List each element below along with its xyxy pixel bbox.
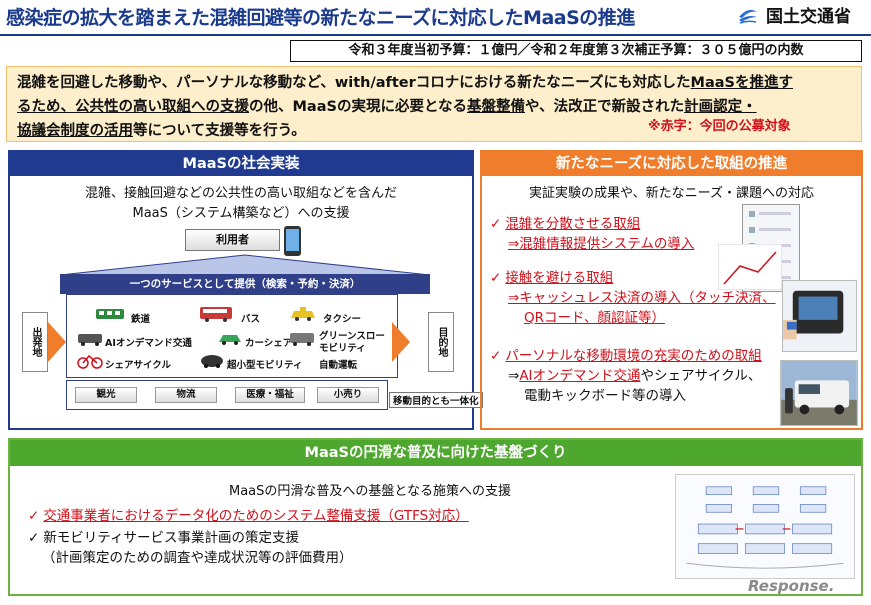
panel-title: 新たなニーズに対応した取組の推進 [482,152,861,176]
payment-terminal-image [782,280,857,352]
maas-foundation-panel: MaaSの円滑な普及に向けた基盤づくり MaaSの円滑な普及への基盤となる施策へ… [8,438,863,596]
carshare-icon [219,335,241,345]
item-contact-sub1: ⇒キャッシュレス決済の導入（タッチ決済、 [508,290,776,306]
item-contact-sub2: QRコード、顔認証等） [524,310,665,326]
page-title: 感染症の拡大を踏まえた混雑回避等の新たなニーズに対応したMaaSの推進 [6,7,635,29]
panel-title: MaaSの円滑な普及に向けた基盤づくり [10,440,861,466]
purpose-medical: 医療・福祉 [235,387,305,403]
transport-modes-box: 鉄道 バス タクシー AIオンデマンド交通 カーシェア グリーンスロー モビリテ… [66,294,398,378]
service-arrow-icon [60,254,430,275]
purpose-tourism: 観光 [75,387,137,403]
bus-icon [200,307,232,322]
left-desc-2: MaaS（システム構築など）への支援 [132,206,350,221]
origin-arrow-icon [48,322,66,362]
integrated-label: 移動目的とも一体化 [389,392,483,408]
item-plan-label: 新モビリティサービス事業計画の策定支援 [43,530,300,546]
bottom-desc: MaaSの円滑な普及への基盤となる施策への支援 [228,484,511,499]
check-icon: ✓ [490,216,502,232]
taxi-icon [291,307,315,321]
purpose-retail: 小売り [317,387,379,403]
response-watermark: Response. [748,577,835,595]
check-icon: ✓ [490,348,502,364]
intro-box: 混雑を回避した移動や、パーソナルな移動など、with/afterコロナにおける新… [6,66,862,142]
mode-rail: 鉄道 [131,314,151,325]
intro-line2f: 計画認定・ [684,99,757,115]
user-box: 利用者 [185,229,280,251]
item-plan: ✓新モビリティサービス事業計画の策定支援 [28,528,299,548]
intro-line3b: 等について支援等を行う。 [133,123,306,139]
mode-share-cycle: シェアサイクル [105,360,172,371]
service-bar: 一つのサービスとして提供（検索・予約・決済） [60,274,430,294]
panel-title: MaaSの社会実装 [10,152,472,176]
item-personal: ✓パーソナルな移動環境の充実のための取組 [490,346,762,366]
title-divider [0,34,871,36]
item-plan-sub: （計画策定のための調査や達成状況等の評価費用） [42,550,353,566]
destination-box: 目的地 [428,312,454,372]
ondemand-van-icon [78,334,102,346]
item-gtfs-label: 交通事業者におけるデータ化のためのシステム整備支援（GTFS対応） [43,508,469,524]
intro-line2c: の他、MaaSの実現に必要となる [249,99,468,115]
item-personal-sub2: 電動キックボード等の導入 [524,388,686,404]
check-icon: ✓ [28,508,40,524]
ministry-name: 国土交通省 [766,7,851,27]
check-icon: ✓ [490,270,502,286]
mode-autonomous: 自動運転 [319,360,358,371]
mode-green-slow-2: モビリティ [319,343,366,354]
item-contact: ✓接触を避ける取組 [490,268,613,288]
item-personal-sub1: ⇒AIオンデマンド交通やシェアサイクル、 [508,366,761,386]
ministry-logo: 国土交通省 [736,2,851,27]
destination-arrow-icon [392,322,410,362]
intro-line2e: や、法改正で新設された [525,99,685,115]
maas-implementation-panel: MaaSの社会実装 混雑、接触回避などの公共性の高い取組などを含んだ MaaS（… [8,150,483,430]
arrow-text: ⇒ [508,368,520,384]
bicycle-icon [77,354,103,369]
route-map-icon [718,244,782,290]
origin-box: 出発地 [22,312,48,372]
item-congestion-label: 混雑を分散させる取組 [505,216,641,232]
data-flow-diagram [675,474,855,579]
intro-line2b: 公共性の高い取組への支援 [75,99,249,115]
train-icon [96,309,124,319]
item-congestion-sub: ⇒混雑情報提供システムの導入 [508,236,695,252]
mode-carshare: カーシェア [245,338,293,349]
item-personal-label: パーソナルな移動環境の充実のための取組 [505,348,762,364]
new-needs-panel: 新たなニーズに対応した取組の推進 実証実験の成果や、新たなニーズ・課題への対応 … [480,150,863,430]
item-contact-label: 接触を避ける取組 [505,270,614,286]
mode-micro-mobility: 超小型モビリティ [227,360,303,371]
green-slow-mobility-icon [290,333,314,346]
purpose-logistics: 物流 [155,387,217,403]
intro-line1b: MaaSを推進す [690,75,793,91]
check-icon: ✓ [28,530,40,546]
ministry-logo-icon [739,9,757,24]
item-gtfs: ✓交通事業者におけるデータ化のためのシステム整備支援（GTFS対応） [28,506,469,526]
ai-ondemand-text: AIオンデマンド交通 [519,368,641,384]
intro-line2a: るため、 [17,99,75,115]
item-congestion: ✓混雑を分散させる取組 [490,214,640,234]
left-desc-1: 混雑、接触回避などの公共性の高い取組などを含んだ [84,186,397,201]
mode-bus: バス [241,314,261,325]
ondemand-vehicle-image [780,360,858,426]
intro-line3a: 協議会制度の活用 [17,123,133,139]
share-cycle-text: やシェアサイクル、 [640,368,762,384]
red-note: ※赤字：今回の公募対象 [648,119,791,134]
budget-box: 令和３年度当初予算：１億円／令和２年度第３次補正予算：３０５億円の内数 [290,40,862,62]
right-desc: 実証実験の成果や、新たなニーズ・課題への対応 [529,186,814,201]
smartphone-icon [284,226,301,256]
intro-line1a: 混雑を回避した移動や、パーソナルな移動など、with/afterコロナにおける新… [17,75,691,91]
micro-mobility-icon [201,355,223,368]
mode-ai-ondemand: AIオンデマンド交通 [105,338,192,349]
purposes-box: 観光 物流 医療・福祉 小売り [66,380,388,410]
mode-taxi: タクシー [323,314,362,325]
intro-line2d: 基盤整備 [467,99,526,115]
mode-green-slow-1: グリーンスロー [319,331,385,342]
